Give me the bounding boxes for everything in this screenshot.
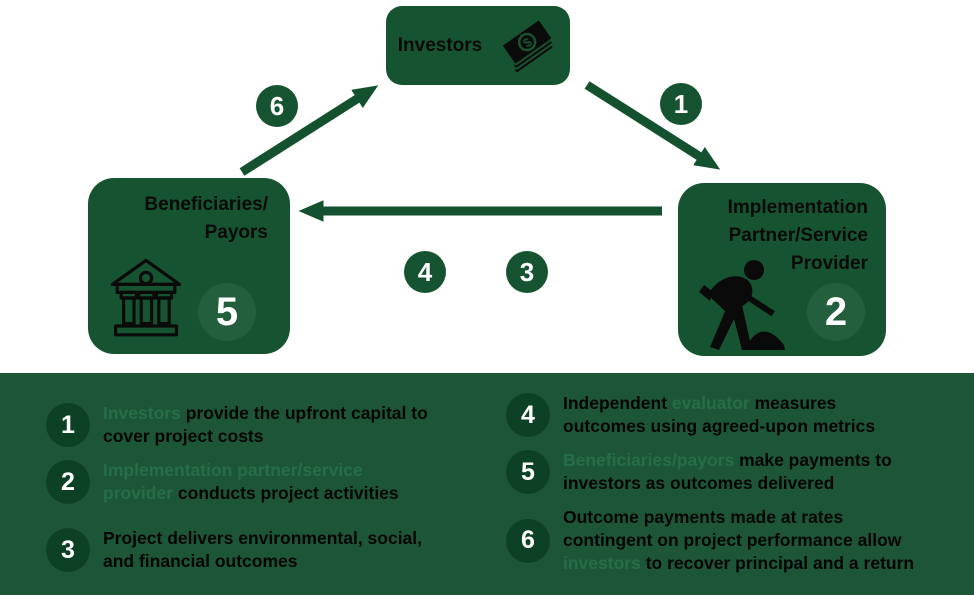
- legend-band: 1 Investors provide the upfront capital t…: [0, 373, 974, 595]
- bank-icon: [110, 258, 182, 337]
- flow-step-4-circle: 4: [404, 251, 446, 293]
- legend-item-3: 3 Project delivers environmental, social,…: [46, 527, 476, 573]
- legend-number-badge-1: 1: [46, 403, 90, 447]
- implementation-number-badge: 2: [807, 283, 865, 341]
- money-banknotes-icon: $: [501, 18, 555, 74]
- legend-number-badge-2: 2: [46, 460, 90, 504]
- legend-text-3: Project delivers environmental, social,a…: [103, 528, 423, 571]
- beneficiaries-box-title: Beneficiaries/ Payors: [144, 194, 268, 243]
- implementation-partner-box: Implementation Partner/Service Provider …: [678, 183, 886, 356]
- investors-box: Investors $: [386, 6, 570, 85]
- legend-number-badge-6: 6: [506, 518, 550, 563]
- implementation-box-title: Implementation Partner/Service Provider: [727, 197, 868, 274]
- legend-number-badge-4: 4: [506, 393, 550, 437]
- investors-box-title: Investors: [397, 34, 483, 56]
- flow-step-6-circle: 6: [256, 85, 298, 127]
- arrow-beneficiaries-to-investors: [239, 85, 379, 176]
- arrow-investors-to-implementation: [584, 81, 721, 170]
- flow-step-1-circle: 1: [660, 83, 702, 125]
- legend-number-badge-3: 3: [46, 528, 90, 572]
- legend-text-1: Investors provide the upfront capital to…: [103, 403, 428, 446]
- beneficiaries-number: 5: [215, 289, 239, 334]
- flow-step-3-circle: 3: [506, 251, 548, 293]
- worker-digging-icon: [699, 260, 785, 350]
- legend-item-1: 1 Investors provide the upfront capital t…: [46, 402, 476, 448]
- implementation-number: 2: [824, 289, 848, 334]
- beneficiaries-box: Beneficiaries/ Payors 5: [88, 178, 290, 354]
- beneficiaries-number-badge: 5: [198, 283, 256, 341]
- flow-arrows: [239, 81, 721, 222]
- legend-number-badge-5: 5: [506, 450, 550, 494]
- legend-column-left: 1 Investors provide the upfront capital t…: [46, 402, 476, 573]
